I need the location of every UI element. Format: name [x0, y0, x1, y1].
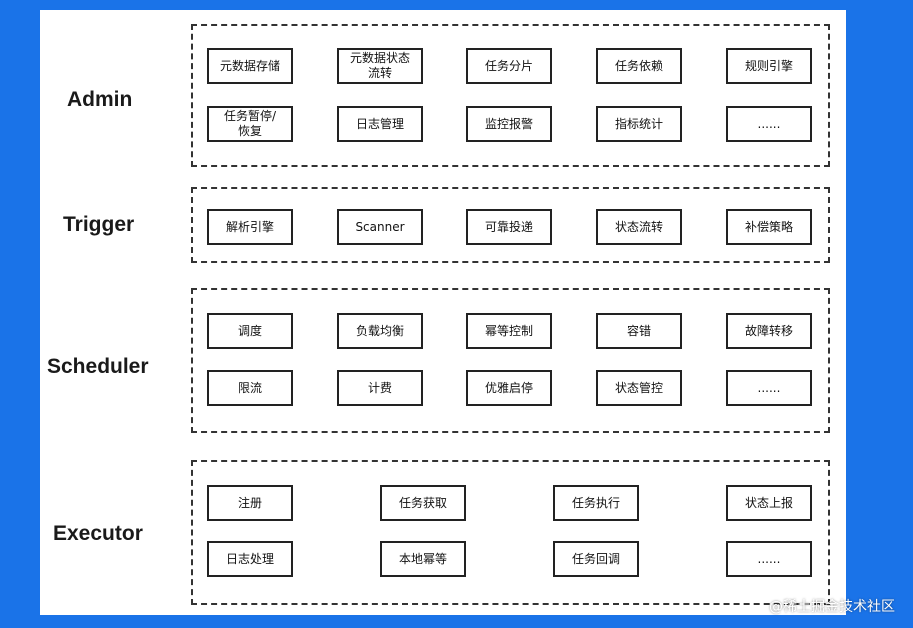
trigger-box: 补偿策略 [726, 209, 812, 245]
scheduler-box: ...... [726, 370, 812, 406]
scheduler-box: 优雅启停 [466, 370, 552, 406]
scheduler-box: 幂等控制 [466, 313, 552, 349]
layer-group-scheduler [191, 288, 830, 433]
executor-box: 本地幂等 [380, 541, 466, 577]
layer-group-executor [191, 460, 830, 605]
scheduler-box: 调度 [207, 313, 293, 349]
scheduler-box: 状态管控 [596, 370, 682, 406]
admin-box: 任务依赖 [596, 48, 682, 84]
layer-label-executor: Executor [53, 522, 143, 545]
layer-label-scheduler: Scheduler [47, 355, 149, 378]
layer-label-admin: Admin [67, 88, 133, 111]
admin-box: 任务暂停/恢复 [207, 106, 293, 142]
executor-box: 任务获取 [380, 485, 466, 521]
admin-box: 指标统计 [596, 106, 682, 142]
executor-box: 状态上报 [726, 485, 812, 521]
scheduler-box: 计费 [337, 370, 423, 406]
source-credit: @稀土掘金技术社区 [769, 599, 895, 615]
trigger-box: Scanner [337, 209, 423, 245]
executor-box: 任务回调 [553, 541, 639, 577]
admin-box: 元数据状态流转 [337, 48, 423, 84]
executor-box: 任务执行 [553, 485, 639, 521]
scheduler-box: 故障转移 [726, 313, 812, 349]
layer-group-trigger [191, 187, 830, 263]
admin-box: 元数据存储 [207, 48, 293, 84]
trigger-box: 可靠投递 [466, 209, 552, 245]
executor-box: 日志处理 [207, 541, 293, 577]
admin-box: ...... [726, 106, 812, 142]
trigger-box: 解析引擎 [207, 209, 293, 245]
admin-box: 规则引擎 [726, 48, 812, 84]
admin-box: 日志管理 [337, 106, 423, 142]
scheduler-box: 负载均衡 [337, 313, 423, 349]
executor-box: 注册 [207, 485, 293, 521]
scheduler-box: 容错 [596, 313, 682, 349]
layer-label-trigger: Trigger [63, 213, 135, 236]
trigger-box: 状态流转 [596, 209, 682, 245]
executor-box: ...... [726, 541, 812, 577]
admin-box: 监控报警 [466, 106, 552, 142]
layer-group-admin [191, 24, 830, 167]
diagram-canvas: Admin 元数据存储 元数据状态流转 任务分片 任务依赖 规则引擎 任务暂停/… [40, 10, 846, 615]
scheduler-box: 限流 [207, 370, 293, 406]
admin-box: 任务分片 [466, 48, 552, 84]
